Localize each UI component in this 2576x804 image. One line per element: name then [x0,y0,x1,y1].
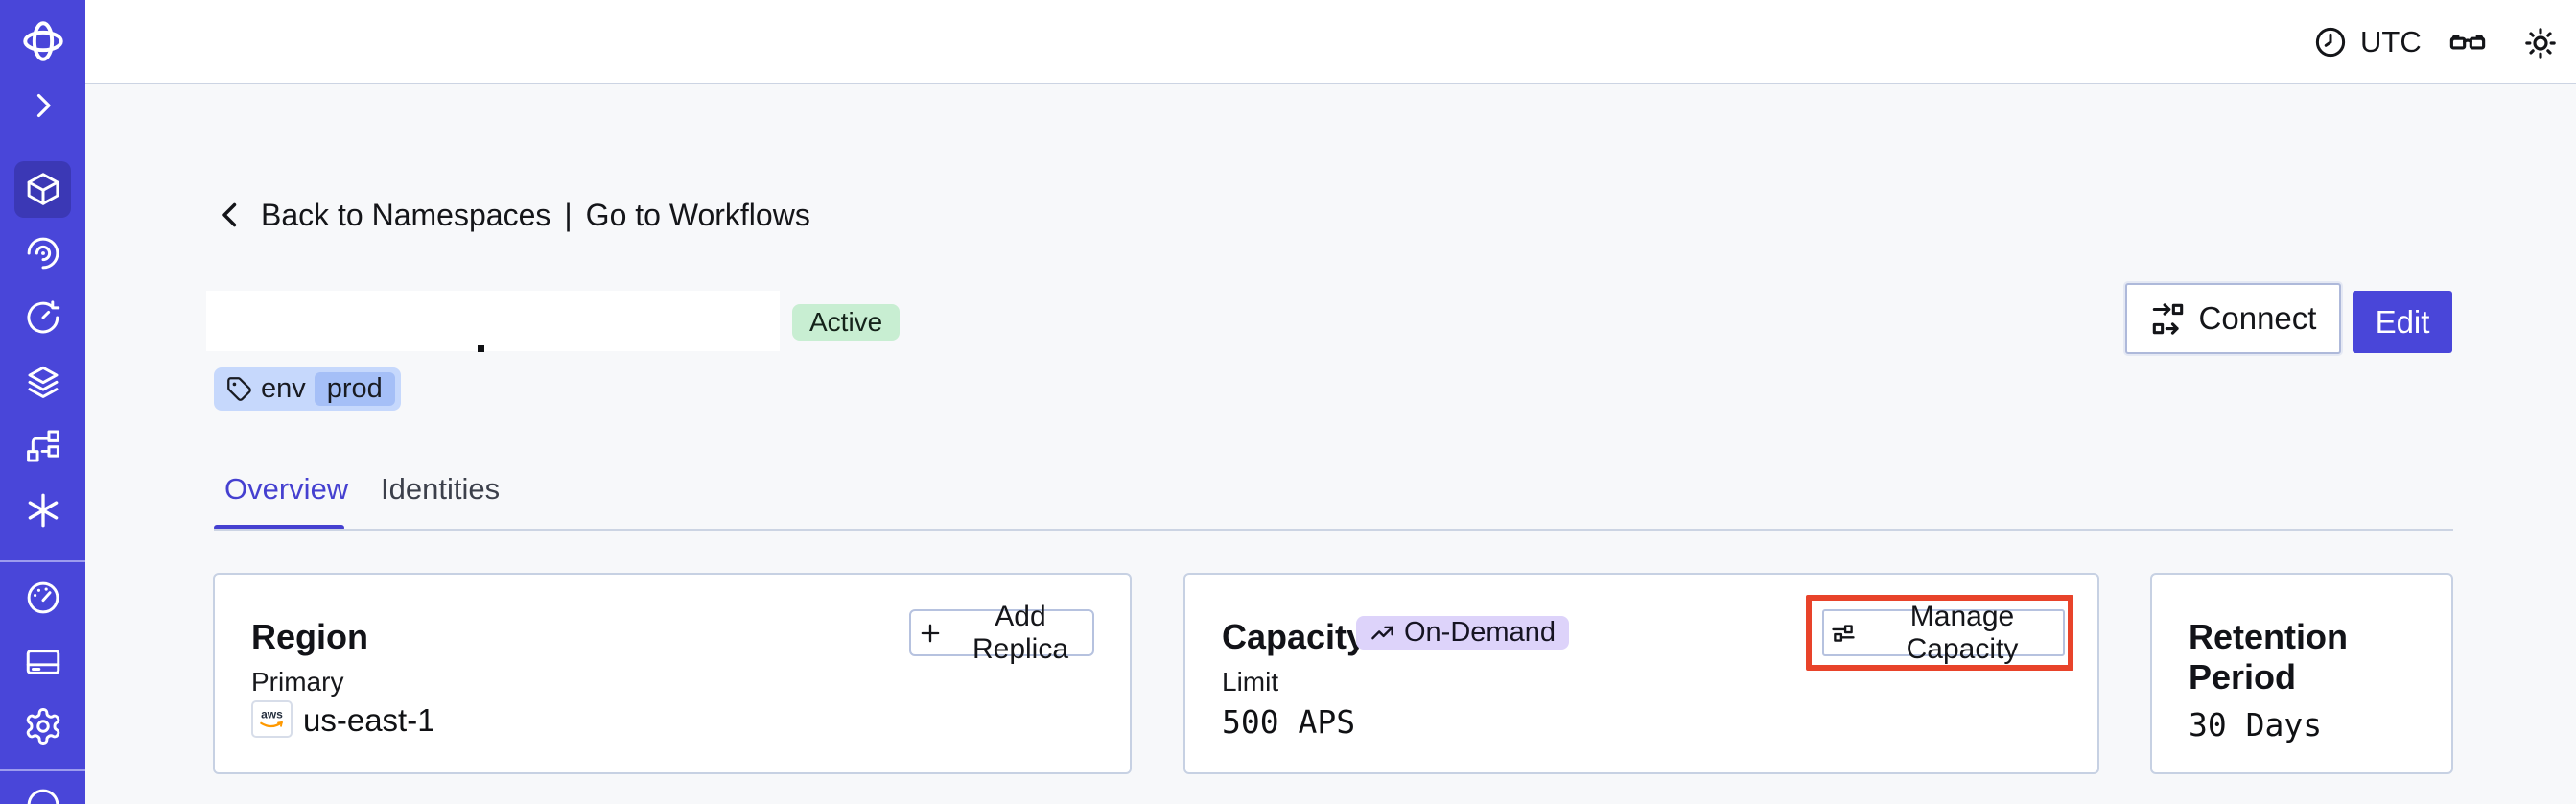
namespace-tag-chip: env prod [214,367,401,411]
sliders-icon [1830,620,1857,647]
on-demand-label: On-Demand [1404,617,1556,648]
tab-identities-label: Identities [381,472,501,506]
clock-arrow-icon [23,297,63,338]
gauge-icon [23,578,63,618]
namespace-name-artifact [478,345,484,352]
capacity-card-title: Capacity [1222,617,1367,656]
connect-flow-icon [2150,301,2186,337]
add-replica-button[interactable]: Add Replica [909,601,1094,665]
layers-icon [23,362,63,402]
workflow-branch-icon [23,426,63,466]
tab-baseline-divider [214,529,2453,531]
chevron-right-icon [26,88,60,123]
aws-provider-icon: aws [251,700,293,738]
sidebar-divider [0,560,85,562]
retention-card-title: Retention Period [2189,617,2348,697]
tag-value: prod [314,372,395,406]
sun-icon [2521,24,2560,62]
sidebar-item-schedules[interactable] [23,297,63,338]
labs-toggle-button[interactable] [2447,22,2488,62]
sidebar-item-help[interactable] [23,785,63,804]
manage-capacity-button[interactable]: Manage Capacity [1822,601,2065,665]
manage-capacity-label: Manage Capacity [1906,600,2019,665]
sidebar-item-namespaces[interactable] [23,169,63,209]
trending-up-icon [1370,620,1395,646]
status-badge: Active [792,304,901,341]
edit-label: Edit [2375,303,2430,340]
credit-card-icon [23,642,63,682]
on-demand-badge: On-Demand [1356,616,1569,650]
tag-value-label: prod [326,373,383,404]
sidebar-item-deployments[interactable] [23,362,63,402]
breadcrumb-separator: | [564,197,573,232]
tag-icon [226,376,252,402]
primary-label: Primary [251,667,344,697]
sidebar-nav [0,0,85,804]
breadcrumb: Back to Namespaces | Go to Workflows [213,196,810,234]
glasses-icon [2447,22,2488,62]
sidebar-item-billing[interactable] [23,642,63,682]
svg-text:aws: aws [261,708,283,721]
cube-icon [23,169,63,209]
sidebar-item-batch-operations[interactable] [23,490,63,531]
capacity-card: Capacity On-Demand Manage Capacity Limit… [1183,573,2099,774]
capacity-value: 500 APS [1222,703,1356,741]
sidebar-expand-button[interactable] [26,88,60,123]
timezone-label: UTC [2360,25,2422,59]
top-bar: UTC [85,0,2576,84]
sidebar-item-usage[interactable] [23,578,63,618]
asterisk-icon [23,490,63,531]
help-circle-icon [23,785,63,804]
connect-button[interactable]: Connect [2125,283,2341,354]
edit-button[interactable]: Edit [2353,291,2452,353]
tab-overview-label: Overview [224,472,349,506]
back-to-namespaces-link[interactable]: Back to Namespaces [213,198,550,233]
limit-label: Limit [1222,667,1279,697]
region-card-title: Region [251,617,368,656]
back-label: Back to Namespaces [261,197,551,232]
workflows-label: Go to Workflows [585,197,810,232]
tag-key: env [261,373,306,404]
namespace-name-redacted [206,291,780,351]
temporal-logo-icon[interactable] [19,17,67,65]
go-to-workflows-link[interactable]: Go to Workflows [586,198,810,233]
retention-value: 30 Days [2189,706,2323,744]
active-tab-underline [214,525,344,531]
status-badge-label: Active [809,307,883,337]
plus-icon [917,620,944,647]
retention-card: Retention Period 30 Days [2150,573,2453,774]
sidebar-item-settings[interactable] [23,706,63,746]
chevron-left-icon [213,198,247,232]
sidebar-item-workflows[interactable] [23,233,63,273]
timezone-selector[interactable]: UTC [2312,19,2422,65]
region-value: us-east-1 [303,702,435,738]
spiral-icon [23,233,63,273]
sidebar-item-pipelines[interactable] [23,426,63,466]
region-card: Region Add Replica Primary aws us-east-1 [213,573,1132,774]
clock-icon [2312,24,2349,60]
gear-icon [23,706,63,746]
tab-identities[interactable]: Identities [381,472,500,507]
connect-label: Connect [2198,300,2317,336]
sidebar-divider [0,769,85,771]
theme-toggle-button[interactable] [2521,24,2560,62]
add-replica-label: Add Replica [972,600,1069,665]
tab-overview[interactable]: Overview [224,472,348,507]
